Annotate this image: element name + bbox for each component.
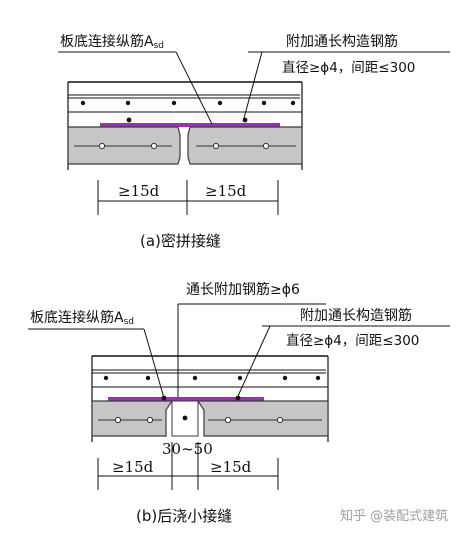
watermark-text: 知乎 @装配式建筑 (340, 508, 448, 524)
additional-rebar-dot (126, 117, 132, 123)
label-additional-rebar: 附加通长构造钢筋 (286, 33, 398, 50)
upper-rebar-dots (80, 100, 296, 106)
connecting-rebar-bar (100, 123, 280, 127)
dim-gap: 30~50 (162, 440, 213, 458)
panel-rebar-dots (98, 142, 270, 150)
caption-a: (a)密拼接缝 (140, 232, 221, 250)
label-additional-rebar-b: 附加通长构造钢筋 (300, 307, 412, 324)
label-additional-rebar-spec-b: 直径≥ϕ4，间距≤300 (286, 333, 419, 349)
label-bottom-connecting-rebar: 板底连接纵筋Asd (60, 33, 164, 51)
leader-right (243, 51, 263, 119)
dim-right-length: ≥15d (205, 182, 247, 200)
label-bottom-connecting-rebar-b: 板底连接纵筋Asd (30, 309, 134, 327)
additional-rebar-dot (161, 395, 167, 401)
dim-left-length-b: ≥15d (112, 458, 154, 476)
caption-b: (b)后浇小接缝 (136, 507, 232, 525)
additional-rebar-dot (242, 117, 248, 123)
panel-rebar-dots (114, 416, 284, 424)
precast-panel-right (196, 400, 329, 437)
connecting-rebar-bar (108, 397, 264, 401)
figure-a: 板底连接纵筋Asd 附加通长构造钢筋 直径≥ϕ4，间距≤300 ≥15d ≥15… (58, 33, 450, 250)
leader-right-b (237, 325, 271, 397)
dim-right-length-b: ≥15d (210, 458, 252, 476)
label-additional-rebar-spec: 直径≥ϕ4，间距≤300 (282, 60, 415, 76)
leader-left-b (143, 328, 165, 399)
label-through-rebar: 通长附加钢筋≥ϕ6 (186, 281, 300, 298)
upper-rebar-dots (103, 375, 321, 381)
additional-rebar-dot (235, 395, 241, 401)
leader-left (175, 51, 213, 125)
dim-left-length: ≥15d (118, 182, 160, 200)
precast-panel-left (91, 400, 174, 437)
figure-b: 通长附加钢筋≥ϕ6 板底连接纵筋Asd 附加通长构造钢筋 直径≥ϕ4，间距≤30… (28, 281, 450, 525)
through-rebar-dot (182, 415, 188, 421)
